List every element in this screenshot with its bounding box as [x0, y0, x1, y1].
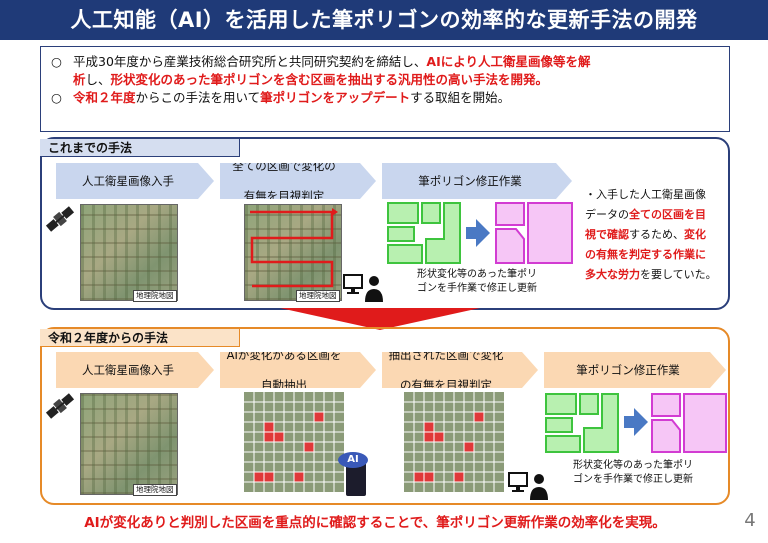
intro-box: ○ 平成30年度から産業技術総合研究所と共同研究契約を締結し、AIにより人工衛星…: [40, 46, 730, 132]
new-step-satellite-image: 人工衛星画像入手: [56, 352, 214, 388]
down-arrow-icon: [280, 308, 480, 330]
bullet-mark: ○: [51, 54, 62, 69]
intro-text: し、: [85, 72, 111, 87]
aerial-photo: [80, 393, 178, 495]
intro-text: からこの手法を用いて: [135, 90, 261, 105]
old-method-explanation: ・入手した人工衛星画像 データの全ての区画を目 視で確認するため、変化 の有無を…: [585, 188, 717, 281]
extracted-check-grid: [404, 392, 504, 492]
new-step-polygon-edit: 筆ポリゴン修正作業: [544, 352, 726, 388]
intro-bullet-1: ○ 平成30年度から産業技術総合研究所と共同研究契約を締結し、AIにより人工衛星…: [51, 53, 719, 89]
map-credit: 地理院地図: [133, 290, 177, 302]
ai-extracted-grid: [244, 392, 344, 492]
aerial-photo: [80, 204, 178, 301]
page-title: 人工知能（AI）を活用した筆ポリゴンの効率的な更新手法の開発: [0, 0, 768, 40]
conclusion-text: AIが変化ありと判別した区画を重点的に確認することで、筆ポリゴン更新作業の効率化…: [84, 515, 666, 531]
intro-highlight: 令和２年度: [73, 90, 136, 105]
satellite-icon: [45, 206, 75, 232]
scan-path-overlay: [250, 208, 338, 288]
right-arrow-icon: [466, 219, 490, 247]
satellite-icon: [45, 393, 75, 419]
old-step-satellite-image: 人工衛星画像入手: [56, 163, 214, 199]
map-credit: 地理院地図: [133, 484, 177, 496]
intro-text: する取組を開始。: [410, 90, 511, 105]
old-method-label: これまでの手法: [40, 139, 240, 157]
old-step-polygon-edit: 筆ポリゴン修正作業: [382, 163, 572, 199]
polygon-edit-illustration: [387, 202, 573, 264]
polygon-edit-illustration: [545, 393, 727, 453]
polygon-edit-note: 形状変化等のあった筆ポリゴンを手作業で修正し更新: [573, 460, 693, 485]
map-credit: 地理院地図: [296, 290, 340, 302]
old-step-visual-check-all: 全ての区画で変化の有無を目視判定: [220, 163, 376, 199]
new-method-label: 令和２年度からの手法: [40, 329, 240, 347]
person-computer-icon: [343, 274, 383, 302]
intro-highlight: 筆ポリゴンをアップデート: [260, 90, 411, 105]
bullet-mark: ○: [51, 90, 62, 105]
right-arrow-icon: [624, 408, 648, 436]
intro-highlight: AIにより人工衛星画像等を解: [426, 54, 591, 69]
intro-highlight: 析: [73, 72, 86, 87]
new-step-visual-check-extracted: 抽出された区画で変化の有無を目視判定: [382, 352, 538, 388]
intro-highlight: 形状変化のあった筆ポリゴンを含む区画を抽出する汎用性の高い手法を開発。: [110, 72, 549, 87]
intro-text: 平成30年度から産業技術総合研究所と共同研究契約を締結し、: [73, 54, 427, 69]
intro-bullet-2: ○ 令和２年度からこの手法を用いて筆ポリゴンをアップデートする取組を開始。: [51, 89, 719, 107]
ai-server-icon: AI: [336, 452, 376, 496]
person-computer-icon: [508, 472, 548, 500]
new-method-section: [40, 327, 730, 505]
aerial-photo-scan: [244, 204, 342, 301]
new-step-ai-extract: AIが変化がある区画を自動抽出: [220, 352, 376, 388]
polygon-edit-note: 形状変化等のあった筆ポリゴンを手作業で修正し更新: [417, 269, 537, 294]
page-number: 4: [744, 510, 756, 531]
